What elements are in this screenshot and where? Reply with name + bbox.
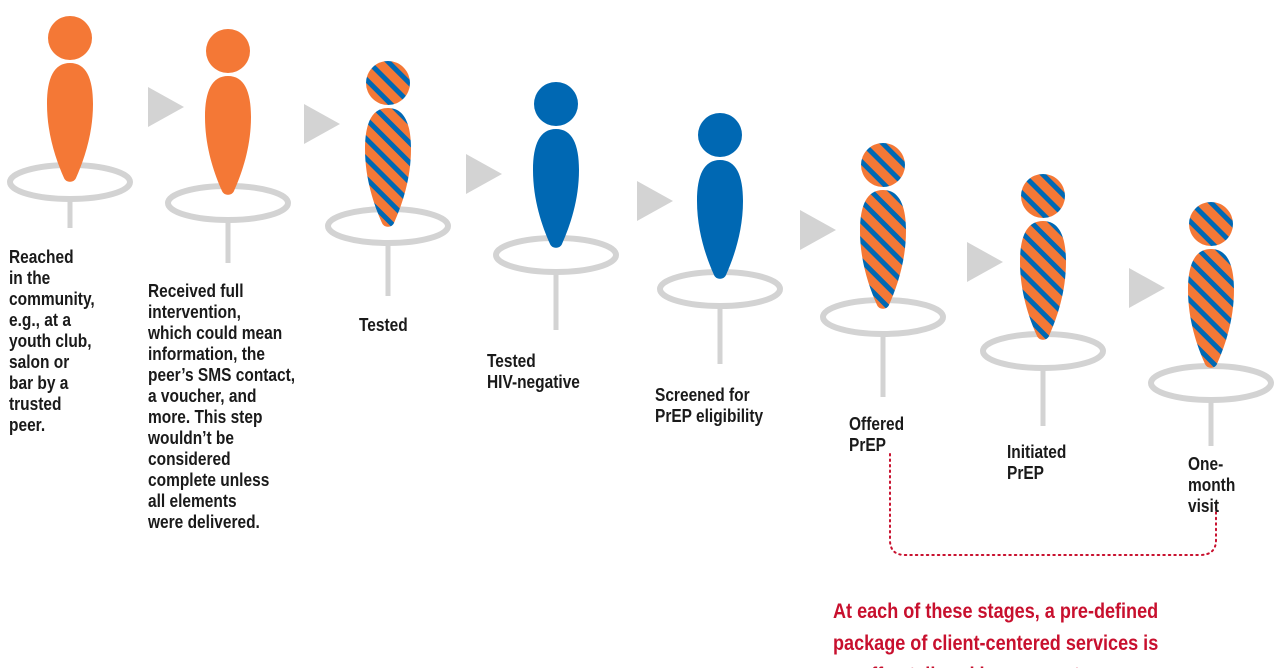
head-one-month bbox=[1189, 202, 1233, 246]
stage-label-intervention: Received full intervention, which could … bbox=[148, 281, 296, 532]
person-icon-initiated bbox=[1020, 174, 1066, 340]
body-screened bbox=[697, 160, 743, 279]
bracket-connector bbox=[889, 453, 1217, 556]
services-note: At each of these stages, a pre-defined p… bbox=[833, 600, 1159, 668]
arrow-7 bbox=[1129, 268, 1165, 308]
person-icon-screened bbox=[697, 113, 743, 279]
body-reached bbox=[47, 63, 93, 182]
stage-label-reached: Reached in the community, e.g., at a you… bbox=[9, 247, 95, 435]
body-intervention bbox=[205, 76, 251, 195]
body-offered bbox=[860, 190, 906, 309]
ring-base-one-month bbox=[1148, 363, 1274, 403]
stage-label-tested: Tested bbox=[359, 315, 408, 335]
arrow-5 bbox=[800, 210, 836, 250]
stage-arrows bbox=[148, 87, 1165, 308]
stage-label-initiated: Initiated PrEP bbox=[1007, 442, 1067, 483]
arrow-1 bbox=[148, 87, 184, 127]
person-icon-intervention bbox=[205, 29, 251, 195]
body-hiv-negative bbox=[533, 129, 579, 248]
head-intervention bbox=[206, 29, 250, 73]
head-hiv-negative bbox=[534, 82, 578, 126]
head-initiated bbox=[1021, 174, 1065, 218]
person-icon-offered bbox=[860, 143, 906, 309]
stage-label-screened: Screened for PrEP eligibility bbox=[655, 385, 764, 426]
body-tested bbox=[365, 108, 411, 227]
stage-figures bbox=[47, 16, 1234, 368]
person-icon-tested bbox=[365, 61, 411, 227]
person-icon-one-month bbox=[1188, 202, 1234, 368]
arrow-2 bbox=[304, 104, 340, 144]
body-one-month bbox=[1188, 249, 1234, 368]
head-tested bbox=[366, 61, 410, 105]
stage-label-one-month: One-month visit bbox=[1188, 454, 1236, 516]
stage-label-hiv-negative: Tested HIV-negative bbox=[487, 351, 580, 392]
person-icon-hiv-negative bbox=[533, 82, 579, 248]
body-initiated bbox=[1020, 221, 1066, 340]
head-screened bbox=[698, 113, 742, 157]
arrow-3 bbox=[466, 154, 502, 194]
head-reached bbox=[48, 16, 92, 60]
head-offered bbox=[861, 143, 905, 187]
arrow-6 bbox=[967, 242, 1003, 282]
stage-label-offered: Offered PrEP bbox=[849, 414, 905, 455]
person-icon-reached bbox=[47, 16, 93, 182]
arrow-4 bbox=[637, 181, 673, 221]
